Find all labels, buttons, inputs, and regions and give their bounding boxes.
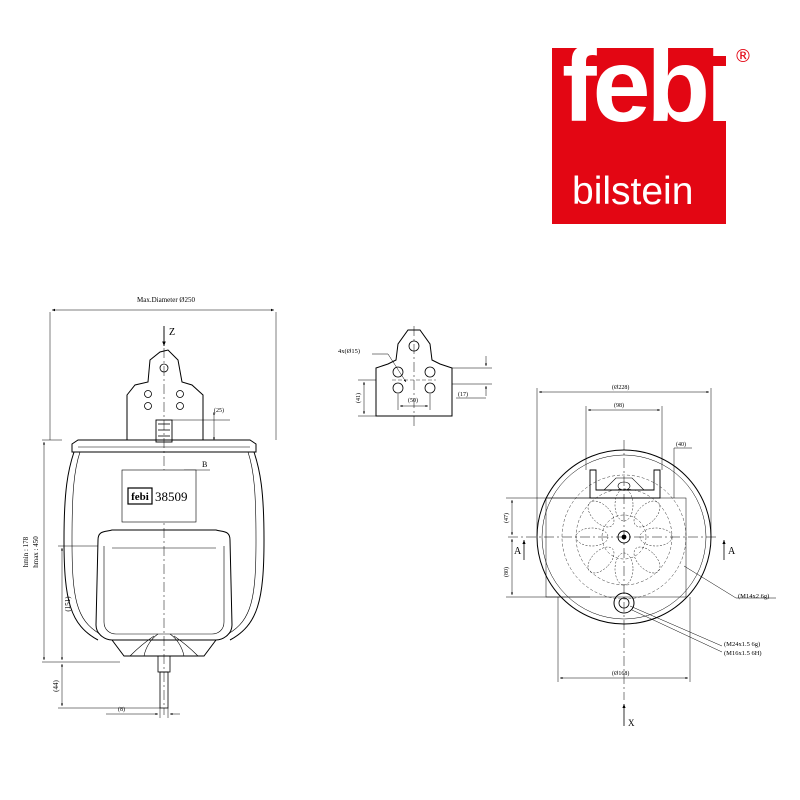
axis-x-label: X	[628, 718, 635, 728]
marker-b: B	[202, 460, 207, 469]
section-a-left: A	[514, 546, 522, 557]
thread-m14: (M14x2 6g)	[738, 593, 769, 600]
logo-word: febi	[562, 48, 726, 144]
dim-80: (80)	[503, 567, 510, 577]
hmax-label: hmax : 450	[32, 536, 40, 568]
side-view: Max.Diameter Ø250 Z (25)	[22, 296, 277, 718]
part-label-plate: febi 38509	[121, 469, 197, 523]
dim-25: (25)	[214, 407, 224, 414]
dim-44: (44)	[52, 680, 60, 692]
hmin-label: hmin : 178	[22, 536, 30, 567]
part-number: 38509	[155, 489, 188, 504]
axis-z-label: Z	[169, 327, 175, 338]
bracket-view: 4x(Ø15) (50) (41) (17)	[338, 326, 492, 428]
dim-47: (47)	[503, 513, 510, 523]
dim-41: (41)	[355, 393, 362, 403]
holes-label: 4x(Ø15)	[338, 348, 360, 355]
dim-17: (17)	[458, 391, 468, 398]
thread-m16: (M16x1.5 6H)	[724, 650, 762, 657]
max-diameter-label: Max.Diameter Ø250	[137, 296, 195, 304]
section-a-right: A	[728, 546, 736, 557]
dim-40: (40)	[676, 441, 686, 448]
dia-168: (Ø168)	[612, 670, 629, 677]
registered-mark: ®	[734, 46, 752, 67]
dim-8: (8)	[118, 706, 125, 713]
dim-98: (98)	[614, 402, 624, 409]
thread-m24: (M24x1.5 6g)	[724, 641, 760, 648]
febi-bilstein-logo: febi bilstein	[552, 48, 726, 224]
bottom-view: (Ø228) (98) (40) (47) (80) A A (M14x2 6g…	[503, 384, 776, 728]
dia-228: (Ø228)	[612, 384, 629, 391]
plate-logo: febi	[131, 491, 149, 503]
dim-50: (50)	[408, 397, 418, 404]
logo-subword: bilstein	[572, 170, 694, 213]
dim-151: (151)	[64, 596, 72, 612]
